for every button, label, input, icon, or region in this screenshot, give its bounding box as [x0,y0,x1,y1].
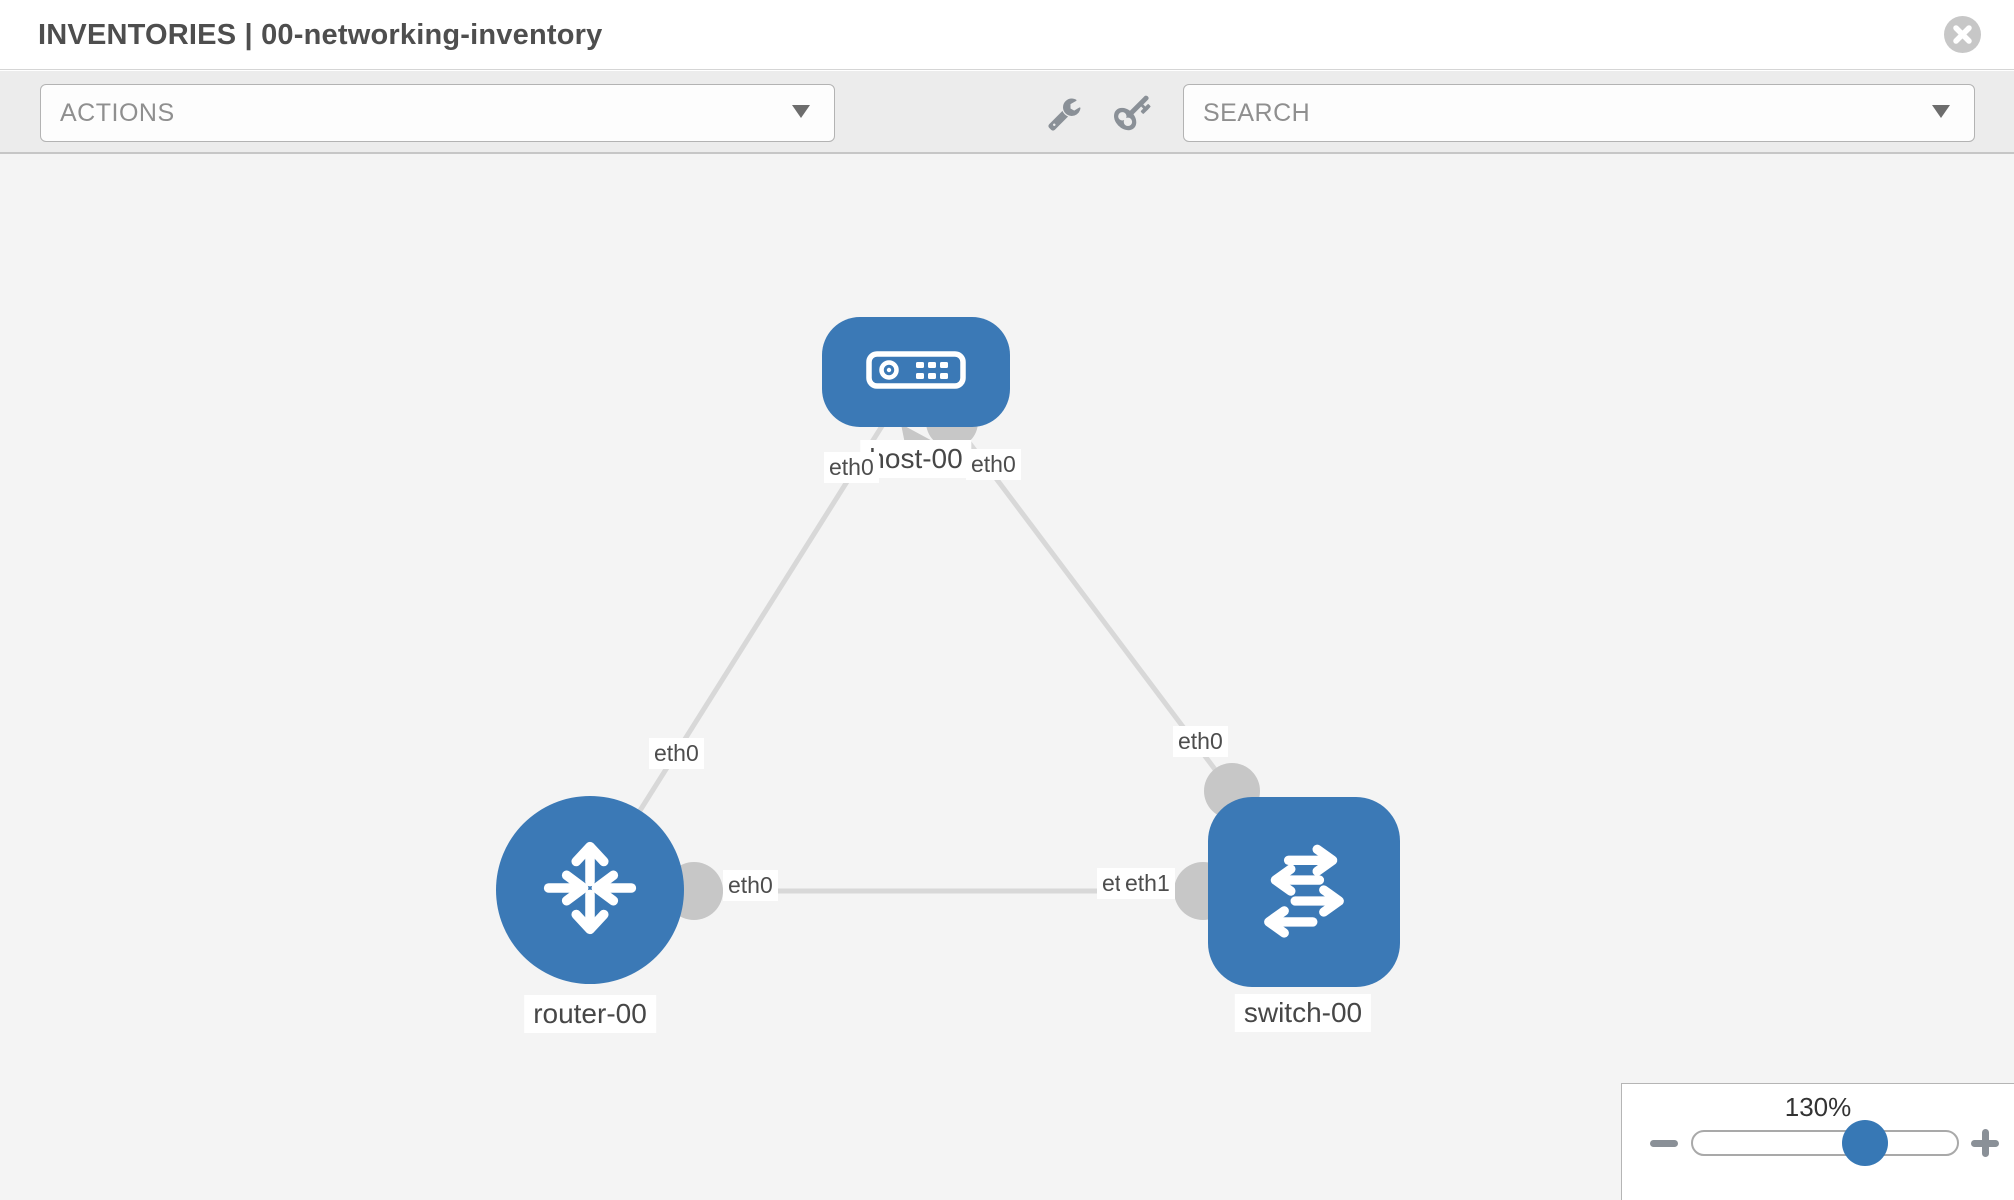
host-icon [866,350,966,395]
if-label-router-to-switch: eth0 [723,870,778,901]
node-label-host: host-00 [860,440,972,478]
actions-dropdown[interactable]: ACTIONS [40,84,835,142]
if-label-router-to-host: eth0 [649,738,704,769]
chevron-down-icon [792,105,810,118]
topology-canvas[interactable]: host-00 router-00 switch-00 eth0 eth0 et… [0,154,2014,1200]
router-icon [537,835,643,946]
close-button[interactable] [1944,16,1981,53]
zoom-panel: 130% [1621,1083,2014,1200]
actions-dropdown-label: ACTIONS [60,99,175,127]
toolbar: ACTIONS SEARCH [0,71,2014,154]
plus-icon [1981,1129,1989,1157]
page-title: INVENTORIES | 00-networking-inventory [38,19,603,51]
node-label-switch: switch-00 [1234,994,1372,1032]
node-router-00[interactable] [496,796,684,984]
zoom-slider-thumb[interactable] [1842,1120,1888,1166]
wrench-icon[interactable] [1048,96,1083,136]
if-label-switch-to-host: eth0 [1173,726,1228,757]
node-label-router: router-00 [524,995,656,1033]
switch-icon [1249,835,1359,950]
zoom-slider-track[interactable] [1691,1130,1959,1156]
search-dropdown-label: SEARCH [1203,99,1311,127]
minus-icon [1650,1140,1678,1147]
zoom-level-label: 130% [1784,1092,1852,1122]
graph-links-layer [587,370,1260,920]
if-label-host-to-switch: eth0 [966,449,1021,480]
zoom-in-button[interactable] [1970,1124,2000,1162]
key-icon[interactable] [1114,94,1153,138]
node-switch-00[interactable] [1208,797,1400,987]
if-label-switch-to-router: eth1 [1120,868,1175,899]
zoom-out-button[interactable] [1650,1124,1678,1162]
header-bar: INVENTORIES | 00-networking-inventory [0,0,2014,70]
if-label-host-to-router: eth0 [824,452,879,483]
search-dropdown[interactable]: SEARCH [1183,84,1975,142]
chevron-down-icon [1932,105,1950,118]
node-host-00[interactable] [822,317,1010,427]
